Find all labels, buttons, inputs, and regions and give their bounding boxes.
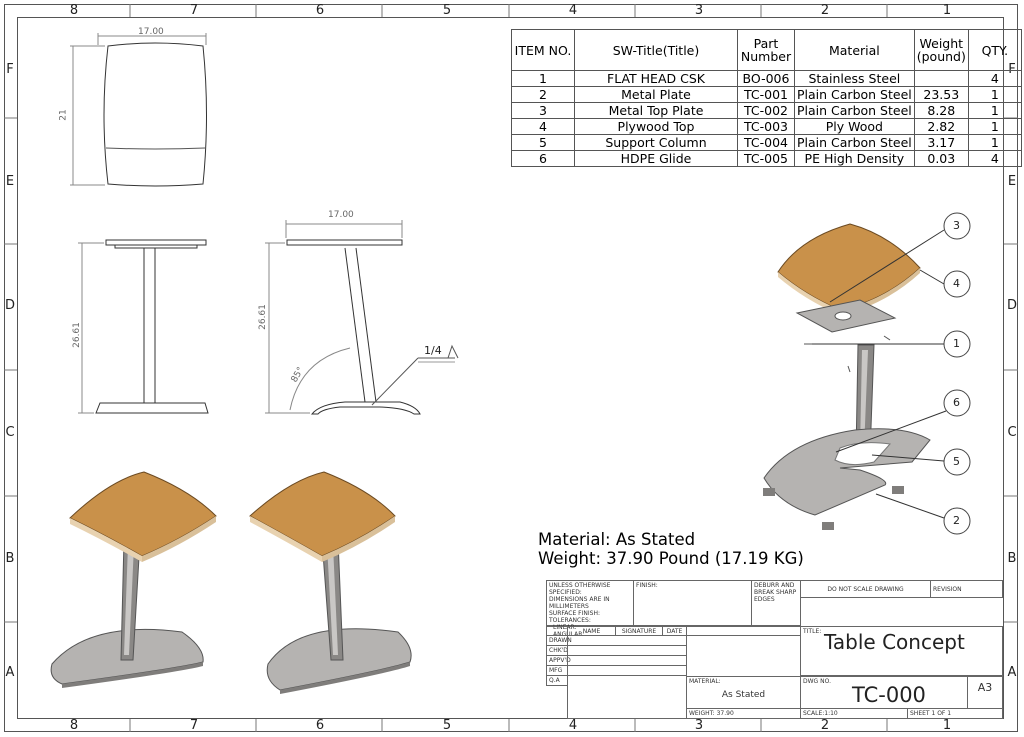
leader-lines: [812, 229, 947, 519]
balloon-label-1: 1: [953, 337, 960, 350]
zone-row-c-right: C: [1007, 425, 1017, 440]
dim-top-width: 17.00: [138, 27, 164, 37]
tb-do-not-scale: DO NOT SCALE DRAWING: [800, 580, 931, 598]
balloon-6: [943, 389, 971, 417]
tb-sheet: SHEET 1 OF 1: [907, 708, 1003, 719]
bom-header-qty: QTY.: [967, 29, 1022, 71]
balloon-2: [943, 507, 971, 535]
bom-header-title: SW-Title(Title): [574, 29, 738, 71]
zone-row-e-left: E: [5, 174, 15, 189]
zone-col-1-top: 1: [942, 3, 952, 18]
tb-material-cell: MATERIAL: As Stated: [686, 676, 801, 709]
zone-col-7-bottom: 7: [189, 718, 199, 733]
balloon-label-4: 4: [953, 277, 960, 290]
zone-row-b-left: B: [5, 551, 15, 566]
tb-revision: REVISION: [930, 580, 1003, 598]
bom-header-material: Material: [794, 29, 915, 71]
dim-front-height: 26.61: [71, 322, 82, 348]
balloon-label-5: 5: [953, 455, 960, 468]
drawing-border-outer: [4, 4, 1018, 732]
tb-scale: SCALE:1:10: [800, 708, 908, 719]
zone-col-3-bottom: 3: [694, 718, 704, 733]
zone-col-2-top: 2: [820, 3, 830, 18]
balloon-label-6: 6: [953, 396, 960, 409]
material-line: Material: As Stated: [538, 530, 696, 549]
balloon-label-2: 2: [953, 514, 960, 527]
bom-header-item: ITEM NO.: [511, 29, 575, 71]
balloon-group: [943, 212, 971, 535]
zone-row-e-right: E: [1007, 174, 1017, 189]
zone-col-1-bottom: 1: [942, 718, 952, 733]
zone-col-3-top: 3: [694, 3, 704, 18]
side-view: [265, 220, 459, 415]
tb-weight: WEIGHT: 37.90: [686, 708, 801, 719]
tb-finish: FINISH:: [633, 580, 752, 626]
drawing-number: TC-000: [852, 683, 926, 707]
zone-col-8-top: 8: [69, 3, 79, 18]
drawing-border-inner: [17, 17, 1004, 719]
dim-top-depth: 21: [58, 109, 69, 121]
top-view: [70, 33, 207, 187]
dim-side-width: 17.00: [328, 210, 354, 220]
zone-col-4-bottom: 4: [568, 718, 578, 733]
material-note: Material: As Stated Weight: 37.90 Pound …: [538, 530, 804, 568]
tb-general-notes: UNLESS OTHERWISE SPECIFIED: DIMENSIONS A…: [546, 580, 634, 638]
zone-ticks: [4, 4, 1018, 732]
drawing-title: Table Concept: [824, 630, 965, 654]
zone-col-8-bottom: 8: [69, 718, 79, 733]
zone-row-a-left: A: [5, 665, 15, 680]
zone-row-f-left: F: [6, 62, 14, 77]
title-block: UNLESS OTHERWISE SPECIFIED: DIMENSIONS A…: [540, 580, 1003, 719]
bom-header-weight: Weight(pound): [913, 29, 969, 71]
balloon-5: [943, 448, 971, 476]
tb-material-value: As Stated: [721, 690, 766, 700]
iso-view-left: [50, 471, 217, 688]
tb-deburr: DEBURR AND BREAK SHARP EDGES: [751, 580, 801, 626]
weight-line: Weight: 37.90 Pound (17.19 KG): [538, 549, 804, 568]
zone-col-5-top: 5: [442, 3, 452, 18]
zone-col-7-top: 7: [189, 3, 199, 18]
tb-qa: Q.A: [546, 675, 568, 686]
tb-size: A3: [967, 676, 1003, 709]
dim-side-height: 26.61: [257, 304, 268, 330]
exploded-view: [763, 223, 931, 530]
zone-row-b-right: B: [1007, 551, 1017, 566]
tb-title-cell: TITLE:: [800, 626, 1003, 676]
balloon-3: [943, 212, 971, 240]
zone-col-5-bottom: 5: [442, 718, 452, 733]
front-view: [78, 239, 209, 414]
zone-col-4-top: 4: [568, 3, 578, 18]
zone-row-c-left: C: [5, 425, 15, 440]
zone-col-6-bottom: 6: [315, 718, 325, 733]
balloon-label-3: 3: [953, 219, 960, 232]
zone-col-6-top: 6: [315, 3, 325, 18]
zone-row-d-right: D: [1006, 298, 1017, 313]
zone-col-2-bottom: 2: [820, 718, 830, 733]
zone-row-d-left: D: [4, 298, 15, 313]
iso-view-right: [249, 471, 412, 694]
weld-symbol: 1/4: [424, 344, 442, 357]
zone-row-a-right: A: [1007, 665, 1017, 680]
